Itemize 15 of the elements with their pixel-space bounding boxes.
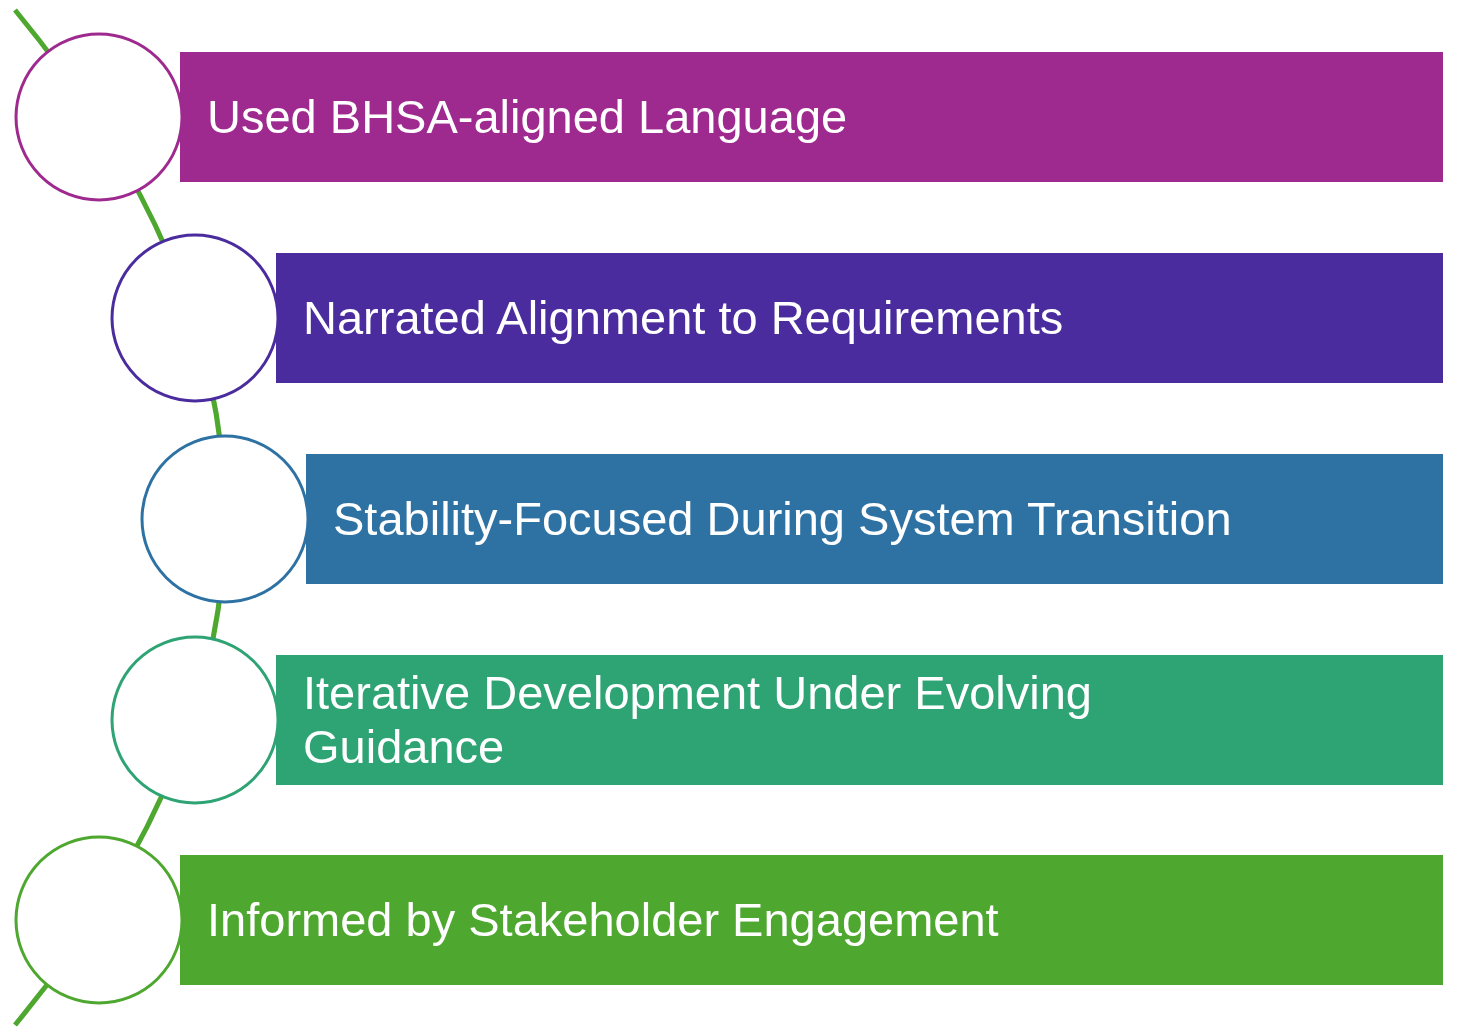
circle-marker (14, 835, 184, 1005)
list-bar (276, 253, 1443, 383)
list-bar (180, 855, 1443, 985)
item-text: Used BHSA-aligned Language (207, 89, 848, 144)
circle-marker (110, 635, 280, 805)
circle-marker (110, 233, 280, 403)
item-text: Informed by Stakeholder Engagement (207, 892, 999, 947)
item-text: Stability-Focused During System Transition (333, 491, 1232, 546)
circle-marker (14, 32, 184, 202)
item-text: Narrated Alignment to Requirements (303, 290, 1064, 345)
list-bar (180, 52, 1443, 182)
list-bar (306, 454, 1443, 584)
circle-marker (140, 434, 310, 604)
item-text: Iterative Development Under Evolving Guidance (303, 665, 1093, 775)
list-bar (276, 655, 1443, 785)
